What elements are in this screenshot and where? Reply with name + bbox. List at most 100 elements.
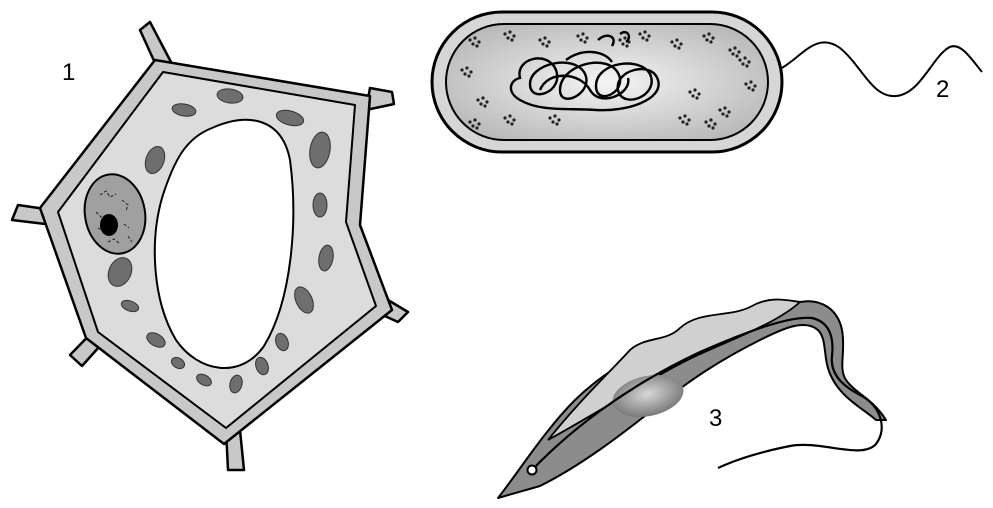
ribosome-dot (465, 66, 468, 69)
ribosome-dot (733, 46, 736, 49)
ribosome-dot (510, 38, 513, 41)
ribosome-dot (583, 40, 586, 43)
ribosome-dot (643, 30, 646, 33)
ribosome-dot (625, 44, 628, 47)
ribosome-dot (747, 60, 750, 63)
ribosome-dot (738, 58, 741, 61)
ribosome-dot (749, 80, 752, 83)
ribosome-dot (735, 54, 738, 57)
chloroplast (313, 193, 327, 217)
ribosome-dot (476, 98, 479, 101)
ribosome-dot (506, 120, 509, 123)
bacterium (432, 12, 982, 152)
ribosome-dot (508, 30, 511, 33)
ribosome-dot (538, 38, 541, 41)
ribosome-dot (685, 122, 688, 125)
ribosome-dot (678, 116, 681, 119)
ribosome-dot (485, 100, 488, 103)
ribosome-dot (753, 84, 756, 87)
ribosome-dot (483, 104, 486, 107)
plant-cell (12, 22, 408, 470)
ribosome-dot (469, 70, 472, 73)
ribosome-dot (621, 42, 624, 45)
ribosome-dot (576, 34, 579, 37)
ribosome-dot (723, 106, 726, 109)
ribosome-dot (707, 32, 710, 35)
ribosome-dot (579, 38, 582, 41)
ribosome-dot (618, 38, 621, 41)
ribosome-dot (555, 122, 558, 125)
ribosome-dot (581, 32, 584, 35)
ribosome-dot (687, 118, 690, 121)
ribosome-dot (737, 50, 740, 53)
ribosome-dot (691, 94, 694, 97)
ribosome-dot (477, 40, 480, 43)
ribosome-dot (481, 96, 484, 99)
ribosome-dot (688, 90, 691, 93)
ribosome-dot (709, 40, 712, 43)
ribosome-dot (460, 68, 463, 71)
ribosome-dot (541, 42, 544, 45)
ribosome-dot (702, 34, 705, 37)
ribosome-dot (711, 126, 714, 129)
ribosome-dot (727, 110, 730, 113)
ribosome-dot (741, 62, 744, 65)
ribosome-dot (638, 32, 641, 35)
ribosome-dot (641, 36, 644, 39)
ribosome-dot (506, 36, 509, 39)
ribosome-dot (548, 116, 551, 119)
flagellum (778, 42, 982, 96)
cytoplasm (446, 24, 768, 140)
ribosome-dot (471, 124, 474, 127)
ribosome-dot (479, 102, 482, 105)
nucleolus (100, 214, 118, 236)
ribosome-dot (744, 82, 747, 85)
ribosome-dot (743, 56, 746, 59)
ribosome-dot (553, 114, 556, 117)
ribosome-dot (721, 112, 724, 115)
ribosome-dot (503, 32, 506, 35)
ribosome-dot (510, 122, 513, 125)
ribosome-dot (745, 64, 748, 67)
ribosome-dot (543, 36, 546, 39)
ribosome-dot (473, 36, 476, 39)
label-trypanosome: 3 (709, 407, 722, 431)
ribosome-dot (718, 108, 721, 111)
ribosome-dot (679, 42, 682, 45)
ribosome-dot (709, 118, 712, 121)
ribosome-dot (512, 118, 515, 121)
ribosome-dot (673, 44, 676, 47)
label-plant-cell: 1 (62, 61, 75, 85)
ribosome-dot (728, 48, 731, 51)
kinetoplast (528, 466, 537, 475)
ribosome-dot (697, 92, 700, 95)
ribosome-dot (705, 38, 708, 41)
ribosome-dot (677, 46, 680, 49)
ribosome-dot (675, 38, 678, 41)
ribosome-dot (475, 44, 478, 47)
ribosome-dot (683, 114, 686, 117)
ribosome-dot (731, 52, 734, 55)
ribosome-dot (681, 120, 684, 123)
ribosome-dot (751, 88, 754, 91)
ribosome-dot (475, 126, 478, 129)
ribosome-dot (508, 114, 511, 117)
ribosome-dot (585, 36, 588, 39)
ribosome-dot (711, 36, 714, 39)
ribosome-dot (623, 36, 626, 39)
ribosome-dot (707, 124, 710, 127)
ribosome-dot (704, 120, 707, 123)
ribosome-dot (477, 122, 480, 125)
ribosome-dot (713, 122, 716, 125)
label-bacterium: 2 (936, 78, 949, 102)
ribosome-dot (670, 40, 673, 43)
ribosome-dot (747, 86, 750, 89)
ribosome-dot (645, 38, 648, 41)
ribosome-dot (473, 118, 476, 121)
ribosome-dot (547, 40, 550, 43)
ribosome-dot (551, 120, 554, 123)
ribosome-dot (647, 34, 650, 37)
ribosome-dot (503, 116, 506, 119)
